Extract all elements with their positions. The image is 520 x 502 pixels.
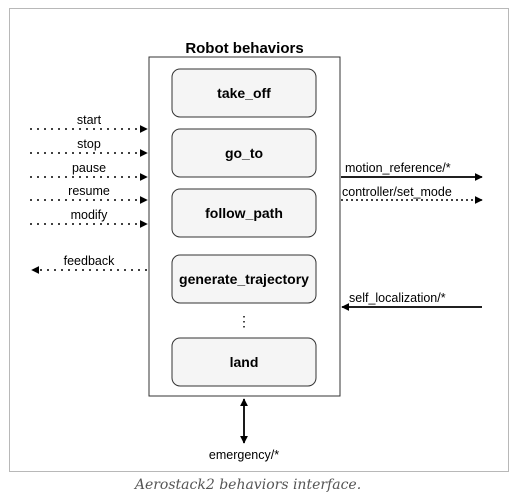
input-resume: resume [30, 184, 148, 204]
input-label: start [77, 113, 102, 127]
input-label: resume [68, 184, 110, 198]
behaviors-diagram: Robot behaviors take_off go_to follow_pa… [30, 40, 483, 462]
input-pause: pause [30, 161, 148, 181]
input-label: modify [71, 208, 109, 222]
behavior-take-off: take_off [171, 68, 317, 118]
input-start: start [30, 113, 148, 133]
figure-caption: Aerostack2 behaviors interface. [134, 477, 362, 493]
behavior-label: generate_trajectory [179, 271, 309, 287]
behavior-label: go_to [225, 145, 263, 161]
behavior-follow-path: follow_path [171, 188, 317, 238]
self-localization-label: self_localization/* [349, 291, 446, 305]
input-modify: modify [30, 208, 148, 228]
behavior-label: land [230, 354, 259, 370]
behavior-label: follow_path [205, 205, 283, 221]
output-label: controller/set_mode [342, 185, 452, 199]
diagram-title: Robot behaviors [185, 40, 303, 57]
output-label: motion_reference/* [345, 161, 451, 175]
input-label: pause [72, 161, 106, 175]
behavior-label: take_off [217, 85, 271, 101]
feedback-label: feedback [64, 254, 115, 268]
emergency-link: emergency/* [209, 398, 279, 462]
input-label: stop [77, 137, 101, 151]
output-motion-reference: motion_reference/* [341, 161, 483, 181]
feedback-output: feedback [31, 254, 147, 274]
behavior-generate-trajectory: generate_trajectory [171, 254, 317, 304]
ellipsis-marker: ⋮ [237, 313, 251, 329]
output-controller-set-mode: controller/set_mode [341, 185, 483, 204]
input-stop: stop [30, 137, 148, 157]
behavior-go-to: go_to [171, 128, 317, 178]
behavior-land: land [171, 337, 317, 387]
input-self-localization: self_localization/* [341, 291, 482, 311]
emergency-label: emergency/* [209, 448, 279, 462]
